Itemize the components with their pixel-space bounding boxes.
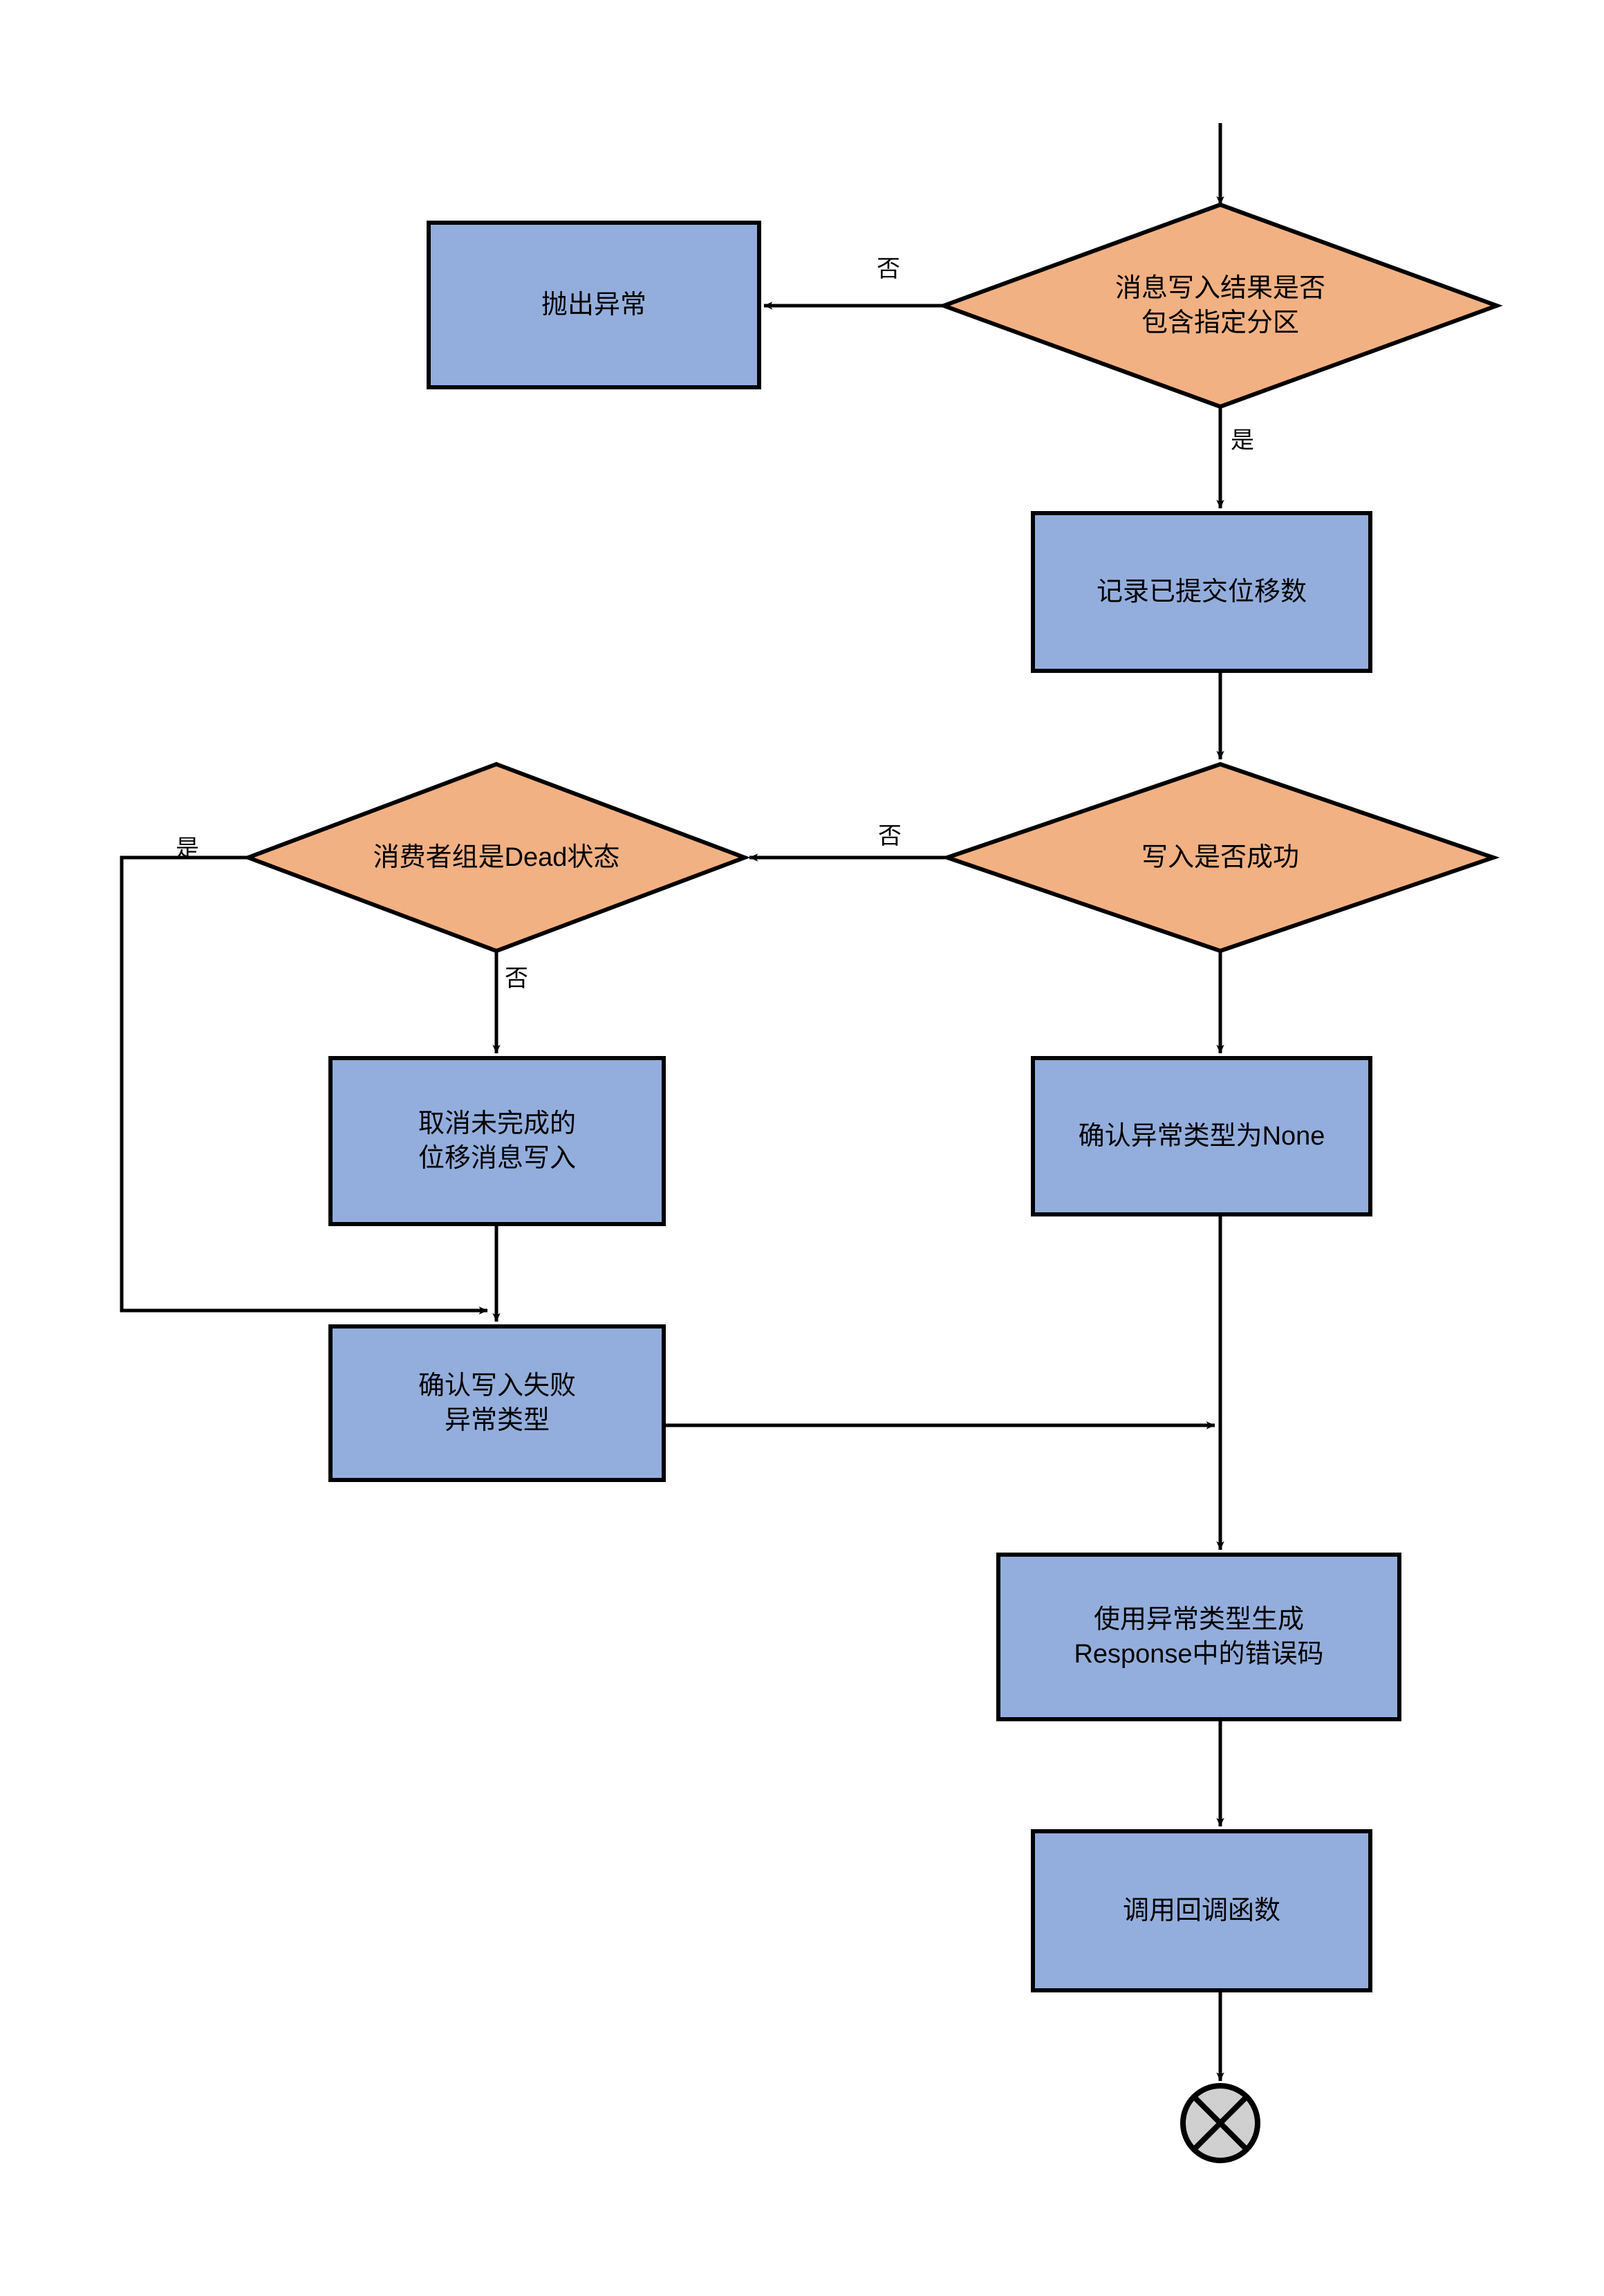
node-cancel-pending[interactable] [328,1056,666,1226]
node-end-terminator[interactable] [1180,2083,1260,2163]
edge-label-partition-yes: 是 [1231,427,1254,454]
node-write-success[interactable] [940,761,1500,954]
node-throw-exception[interactable] [427,221,761,389]
node-build-error-code[interactable] [996,1553,1401,1721]
node-check-partition[interactable] [938,202,1503,409]
edge-label-partition-no: 否 [877,256,900,282]
node-record-offset[interactable] [1031,511,1372,673]
edge-label-dead-no: 否 [505,965,528,992]
node-invoke-callback[interactable] [1031,1829,1372,1992]
node-group-dead[interactable] [242,761,751,954]
edge-label-write-no: 否 [878,823,902,849]
edge-label-dead-yes: 是 [176,835,199,862]
node-exception-none[interactable] [1031,1056,1372,1216]
node-confirm-failure[interactable] [328,1324,666,1482]
edge-dead-yes [120,855,488,1315]
